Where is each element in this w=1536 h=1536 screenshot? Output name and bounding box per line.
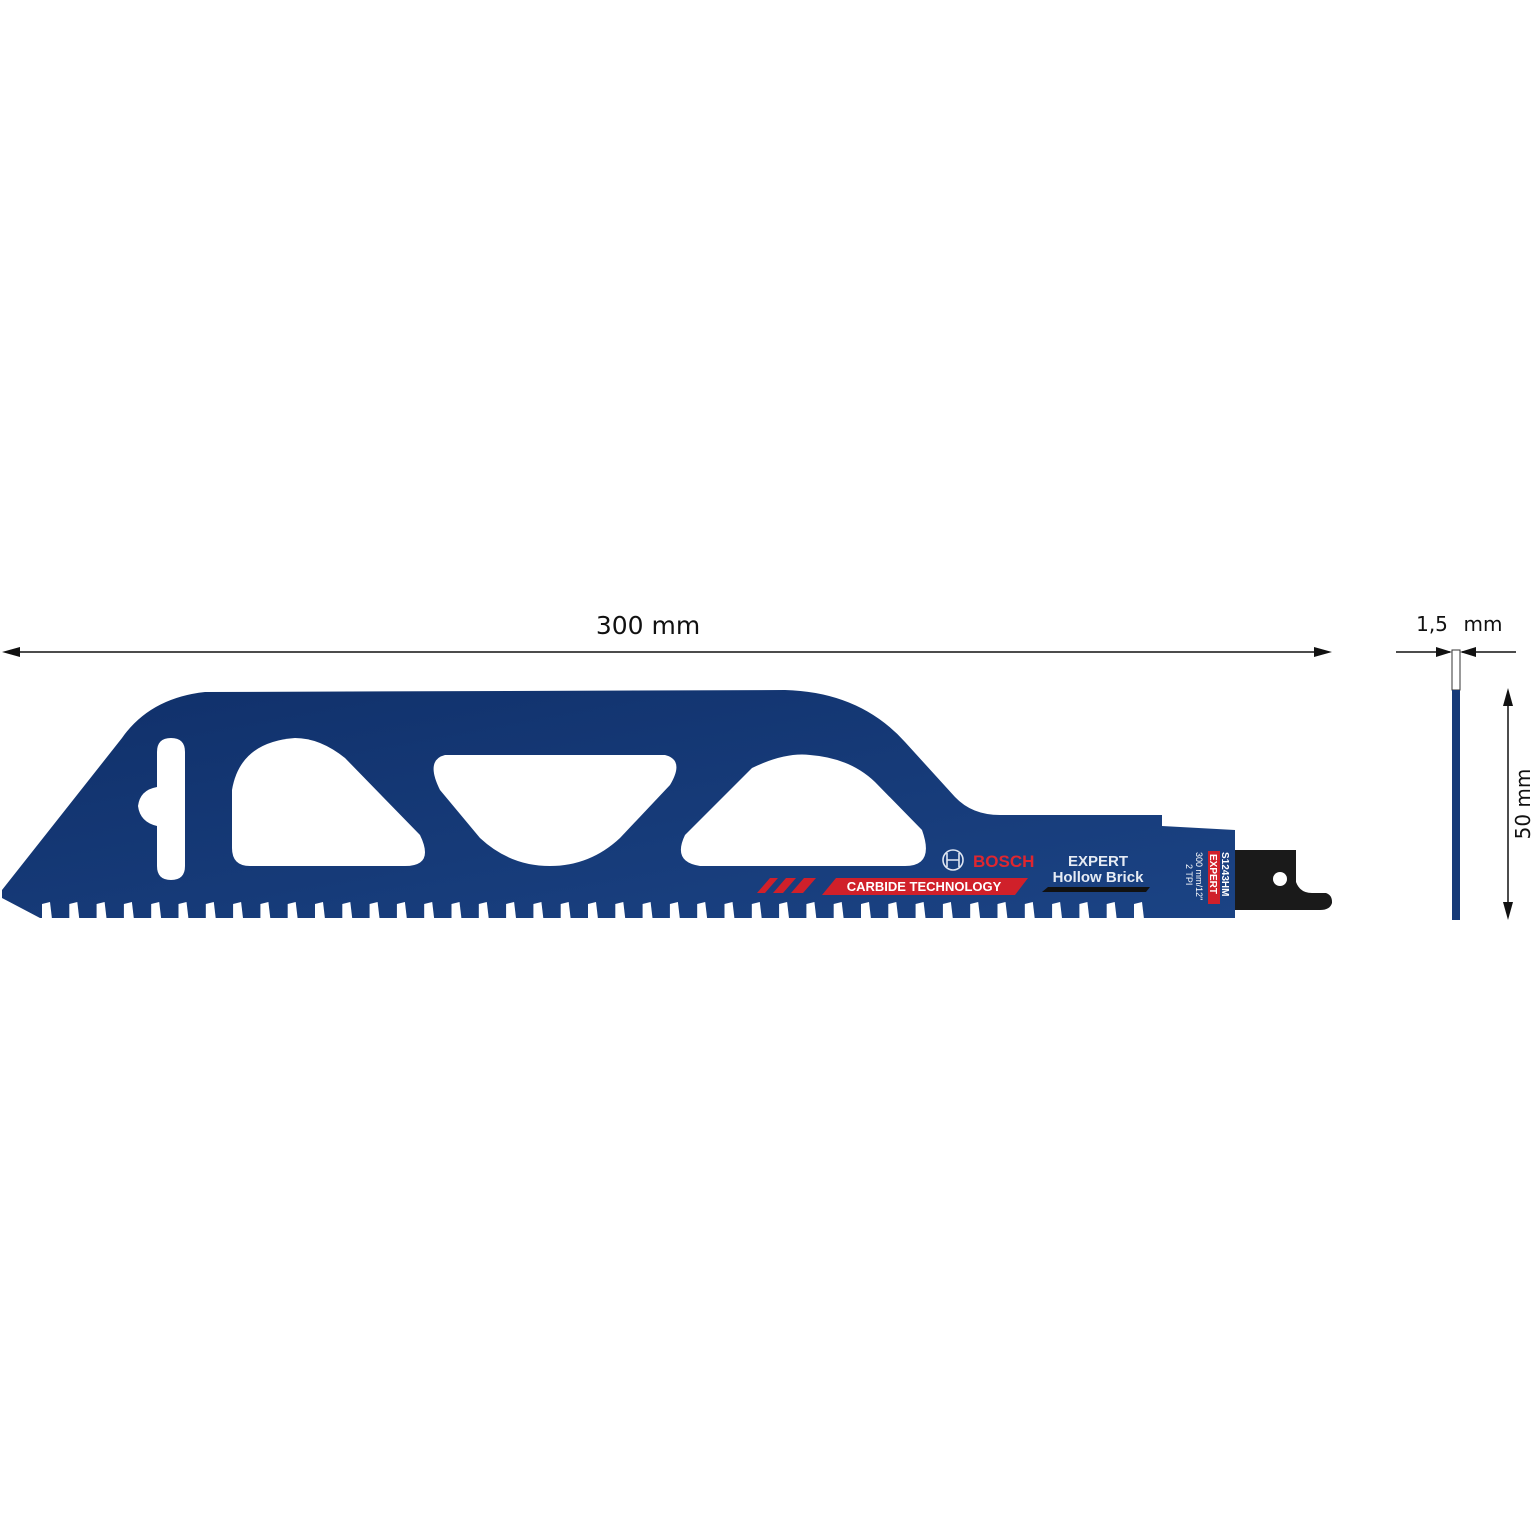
tooth-gap	[833, 902, 844, 919]
teeth	[42, 902, 1144, 919]
tooth-gap	[1052, 902, 1063, 919]
tooth-gap	[96, 902, 107, 919]
tooth-gap	[369, 902, 380, 919]
tpi-label: 2 TPI	[1184, 864, 1194, 885]
shank-hole	[1273, 872, 1287, 886]
tooth-gap	[151, 902, 162, 919]
tooth-gap	[560, 902, 571, 919]
tooth-gap	[779, 902, 790, 919]
tooth-gap	[615, 902, 626, 919]
tooth-gap	[42, 902, 52, 919]
tooth-gap	[1106, 902, 1117, 919]
tooth-gap	[997, 902, 1008, 919]
tooth-gap	[888, 902, 899, 919]
tooth-gap	[451, 902, 462, 919]
black-stripe	[1042, 887, 1150, 892]
thickness-dimension: 1,5 mm	[1396, 612, 1516, 657]
tooth-gap	[123, 902, 134, 919]
blade-cutouts	[138, 738, 926, 880]
tooth-gap	[260, 902, 271, 919]
tooth-gap	[315, 902, 325, 919]
brand-label: BOSCH	[973, 852, 1034, 871]
technology-label: CARBIDE TECHNOLOGY	[847, 879, 1002, 894]
bosch-logo: BOSCH	[942, 849, 1034, 871]
size-label: 300 mm/12"	[1194, 852, 1204, 900]
tooth-gap	[588, 902, 598, 919]
tooth-gap	[861, 902, 871, 919]
tooth-gap	[424, 902, 435, 919]
tooth-gap	[178, 902, 189, 919]
tooth-gap	[915, 902, 926, 919]
tooth-gap	[1024, 902, 1035, 919]
tooth-gap	[970, 902, 981, 919]
tooth-gap	[697, 902, 708, 919]
tooth-gap	[287, 902, 298, 919]
height-label: 50 mm	[1511, 769, 1535, 840]
height-dimension: 50 mm	[1503, 688, 1535, 920]
tooth-gap	[533, 902, 544, 919]
tooth-gap	[205, 902, 216, 919]
tooth-gap	[751, 902, 762, 919]
tooth-gap	[642, 902, 653, 919]
tooth-gap	[396, 902, 407, 919]
length-dimension: 300 mm	[2, 611, 1332, 657]
side-text: S1243HM EXPERT 300 mm/12" 2 TPI	[1184, 851, 1230, 904]
tooth-gap	[1079, 902, 1090, 919]
tooth-gap	[942, 902, 953, 919]
tooth-gap	[669, 902, 680, 919]
tooth-gap	[69, 902, 80, 919]
line-label: EXPERT	[1068, 853, 1128, 870]
tooth-gap	[233, 902, 244, 919]
blade-side-profile	[1451, 649, 1461, 920]
carbide-stripe: CARBIDE TECHNOLOGY	[757, 878, 1028, 895]
length-label: 300 mm	[596, 611, 700, 640]
tooth-gap	[342, 902, 353, 919]
tooth-gap	[478, 902, 489, 919]
badge-label: EXPERT	[1207, 854, 1218, 894]
application-label: Hollow Brick	[1053, 869, 1145, 886]
thickness-unit: mm	[1464, 612, 1503, 636]
tooth-gap	[724, 902, 735, 919]
thickness-value: 1,5	[1416, 612, 1448, 636]
tooth-gap	[806, 902, 817, 919]
code-label: S1243HM	[1219, 852, 1230, 896]
tooth-gap	[1134, 902, 1144, 919]
tooth-gap	[506, 902, 517, 919]
